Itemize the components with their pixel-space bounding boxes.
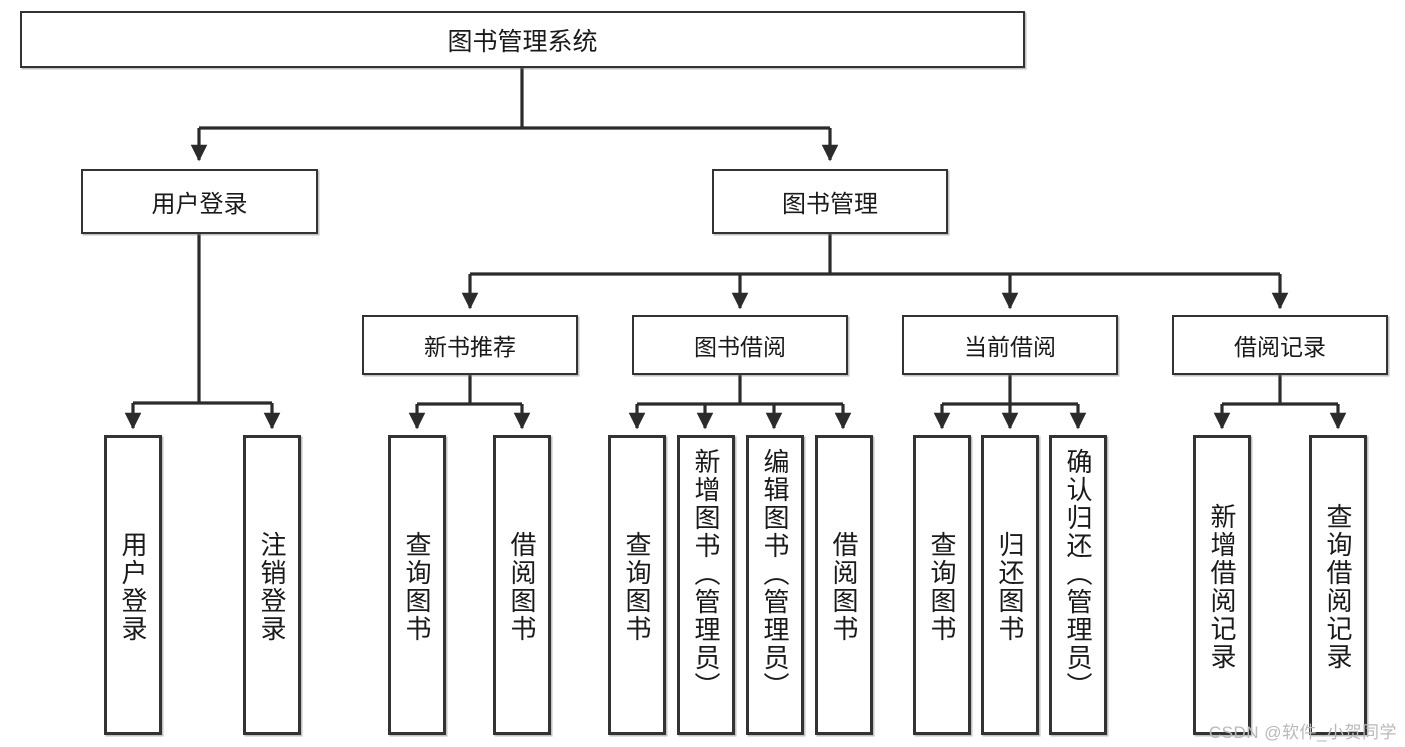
- leaf-current-confirm-return-admin[interactable]: 确认归还（管理员）: [1049, 435, 1107, 735]
- leaf-current-query-book[interactable]: 查询图书: [913, 435, 971, 735]
- leaf-record-query-record[interactable]: 查询借阅记录: [1309, 435, 1367, 735]
- leaf-record-add-record[interactable]: 新增借阅记录: [1193, 435, 1251, 735]
- leaf-label: 确认归还（管理员）: [1063, 448, 1094, 700]
- leaf-current-return-book[interactable]: 归还图书: [981, 435, 1039, 735]
- leaf-label: 新增借阅记录: [1207, 503, 1238, 671]
- node-borrow-record[interactable]: 借阅记录: [1172, 315, 1388, 375]
- node-book-borrow[interactable]: 图书借阅: [632, 315, 848, 375]
- csdn-watermark: CSDN @软件_小贺同学: [1208, 723, 1397, 742]
- node-borrow-record-label: 借阅记录: [1234, 334, 1326, 360]
- node-current-borrow[interactable]: 当前借阅: [902, 315, 1118, 375]
- leaf-label: 借阅图书: [507, 531, 538, 643]
- leaf-label: 查询图书: [927, 531, 958, 643]
- node-user-login[interactable]: 用户登录: [81, 169, 318, 234]
- leaf-label: 用户登录: [118, 531, 149, 643]
- leaf-label: 归还图书: [995, 531, 1026, 643]
- node-root[interactable]: 图书管理系统: [20, 11, 1025, 68]
- leaf-recommend-borrow-book[interactable]: 借阅图书: [493, 435, 551, 735]
- node-book-management-label: 图书管理: [782, 191, 878, 218]
- leaf-user-login-signin[interactable]: 用户登录: [104, 435, 162, 735]
- leaf-label: 查询图书: [622, 531, 653, 643]
- leaf-label: 查询图书: [402, 531, 433, 643]
- node-new-book-recommend[interactable]: 新书推荐: [362, 315, 578, 375]
- leaf-borrow-query-book[interactable]: 查询图书: [608, 435, 666, 735]
- node-book-borrow-label: 图书借阅: [694, 334, 786, 360]
- node-new-book-recommend-label: 新书推荐: [424, 334, 516, 360]
- node-book-management[interactable]: 图书管理: [712, 169, 948, 234]
- node-user-login-label: 用户登录: [151, 191, 248, 218]
- leaf-recommend-query-book[interactable]: 查询图书: [388, 435, 446, 735]
- node-current-borrow-label: 当前借阅: [964, 334, 1056, 360]
- leaf-label: 新增图书（管理员）: [691, 448, 722, 700]
- leaf-borrow-borrow-book[interactable]: 借阅图书: [815, 435, 873, 735]
- leaf-borrow-edit-book-admin[interactable]: 编辑图书（管理员）: [746, 435, 804, 735]
- leaf-label: 注销登录: [257, 531, 288, 643]
- leaf-label: 编辑图书（管理员）: [760, 448, 791, 700]
- node-root-label: 图书管理系统: [447, 27, 598, 56]
- leaf-user-login-signout[interactable]: 注销登录: [243, 435, 301, 735]
- leaf-label: 查询借阅记录: [1323, 503, 1354, 671]
- leaf-borrow-add-book-admin[interactable]: 新增图书（管理员）: [677, 435, 735, 735]
- leaf-label: 借阅图书: [829, 531, 860, 643]
